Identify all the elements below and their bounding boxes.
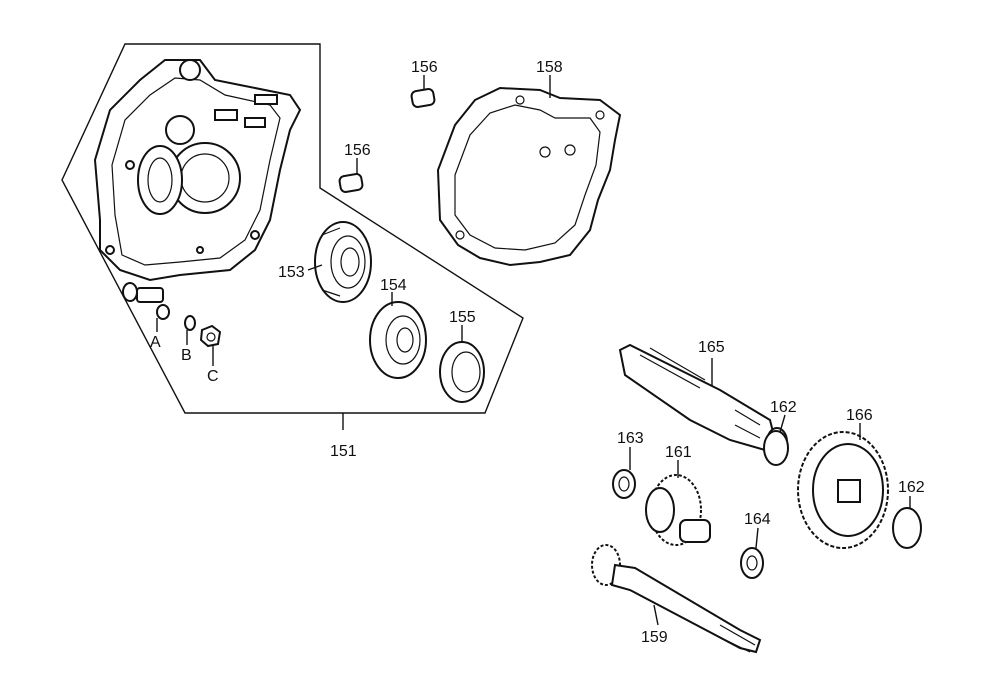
dowel-pin-upper (410, 88, 436, 108)
label-a: A (150, 334, 161, 351)
leader-159 (653, 604, 659, 626)
label-156-upper: 156 (411, 59, 438, 76)
label-158: 158 (536, 59, 563, 76)
assembly-151-outline (61, 43, 524, 414)
label-159: 159 (641, 629, 668, 646)
gasket (436, 86, 622, 267)
part-c-nut (199, 324, 222, 348)
circlip-162-lower (892, 507, 922, 549)
label-154: 154 (380, 277, 407, 294)
label-166: 166 (846, 407, 873, 424)
shaft-159 (591, 544, 762, 654)
label-162-upper: 162 (770, 399, 797, 416)
label-151: 151 (330, 443, 357, 460)
label-153: 153 (278, 264, 305, 281)
gear-161 (645, 474, 711, 546)
label-155: 155 (449, 309, 476, 326)
washer-164 (740, 547, 764, 579)
bearing-153 (314, 221, 372, 303)
washer-163 (612, 469, 636, 499)
label-156-lower: 156 (344, 142, 371, 159)
shaft-165 (618, 343, 788, 457)
bearing-154 (369, 301, 427, 379)
part-a-bolt (122, 282, 170, 320)
label-162-lower: 162 (898, 479, 925, 496)
label-b: B (181, 347, 192, 364)
gear-166 (797, 431, 889, 549)
leader-162a (779, 414, 786, 433)
dowel-pin-lower (338, 173, 364, 193)
label-164: 164 (744, 511, 771, 528)
label-c: C (207, 368, 219, 385)
label-161: 161 (665, 444, 692, 461)
transmission-case (93, 59, 302, 282)
leader-153 (307, 264, 323, 271)
part-b-ring (184, 315, 196, 331)
oil-seal-155 (439, 341, 485, 403)
label-163: 163 (617, 430, 644, 447)
leader-164 (755, 527, 759, 549)
label-165: 165 (698, 339, 725, 356)
circlip-162-upper (763, 430, 789, 466)
